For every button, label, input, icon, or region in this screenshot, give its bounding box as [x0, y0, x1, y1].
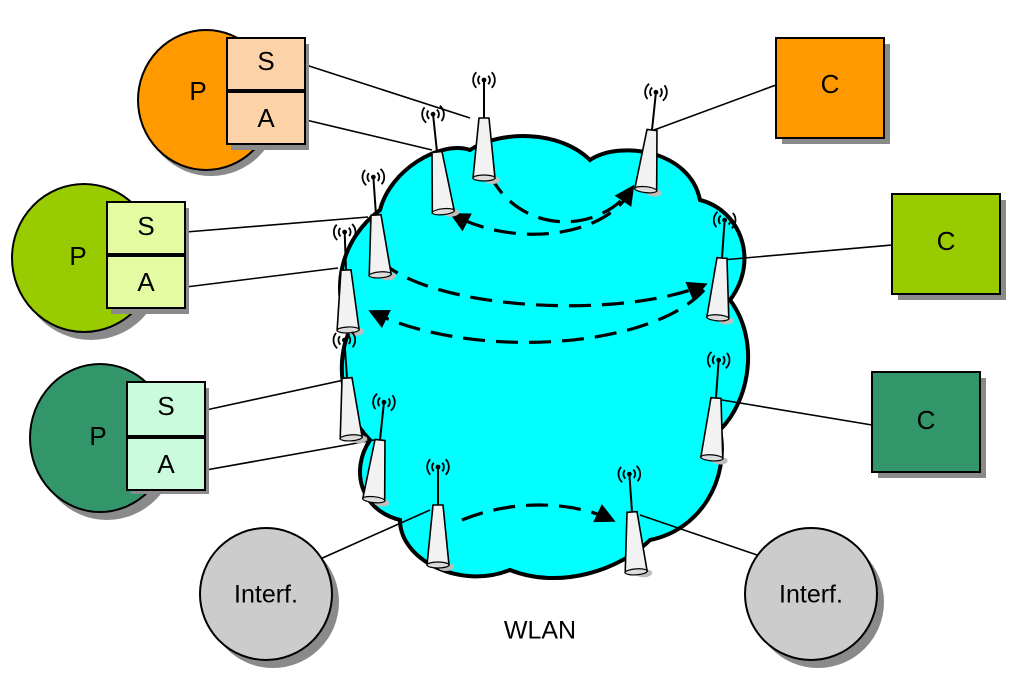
producer-label: P — [89, 421, 106, 451]
link-line — [305, 64, 471, 119]
actuator-label: A — [257, 103, 275, 133]
sensor-label: S — [157, 391, 174, 421]
antenna-icon — [421, 105, 460, 217]
link-line — [721, 244, 893, 261]
arrow-icon — [461, 503, 616, 523]
arrow-icon — [449, 187, 634, 236]
antenna-icon — [332, 331, 368, 444]
producer-label: P — [69, 241, 86, 271]
controller-node: C — [775, 37, 890, 144]
sensor-box — [106, 201, 186, 255]
antenna-icon — [472, 71, 500, 184]
link-line — [317, 509, 431, 561]
producer-node: P S A — [11, 183, 189, 340]
controller-node: C — [891, 193, 1006, 300]
producer-label: P — [189, 76, 206, 106]
actuator-label: A — [137, 267, 155, 297]
antenna-icon — [699, 351, 731, 465]
actuator-label: A — [157, 449, 175, 479]
link-line — [185, 267, 339, 288]
wlan-cloud — [338, 134, 751, 580]
controller-label: C — [937, 226, 956, 256]
network-label: WLAN — [504, 617, 576, 645]
interferer-node: Interf. — [199, 527, 339, 668]
actuator-box — [226, 91, 306, 145]
link-line — [721, 399, 873, 426]
antenna-icon — [426, 458, 454, 571]
controller-node: C — [871, 371, 986, 478]
link-line — [205, 439, 375, 471]
sensor-label: S — [137, 211, 154, 241]
sensor-box — [226, 37, 306, 91]
arrow-icon — [488, 174, 635, 224]
interferer-node: Interf. — [744, 527, 884, 668]
interferer-label: Interf. — [234, 581, 298, 609]
antenna-icon — [617, 465, 653, 578]
producer-node: P S A — [137, 29, 309, 176]
link-line — [639, 514, 761, 557]
link-line — [205, 379, 345, 411]
antenna-icon — [361, 393, 396, 507]
antenna-icon — [633, 83, 668, 197]
antenna-icon — [705, 211, 737, 325]
antenna-icon — [361, 168, 397, 281]
link-line — [305, 119, 433, 151]
actuator-box — [126, 437, 206, 491]
controller-label: C — [821, 69, 840, 99]
link-line — [653, 84, 777, 131]
link-line — [185, 216, 369, 233]
producer-node: P S A — [29, 363, 209, 520]
interferer-label: Interf. — [779, 581, 843, 609]
arrow-icon — [368, 288, 706, 344]
actuator-box — [106, 255, 186, 309]
controller-label: C — [917, 405, 936, 435]
antenna-icon — [332, 223, 365, 336]
sensor-label: S — [257, 46, 274, 76]
